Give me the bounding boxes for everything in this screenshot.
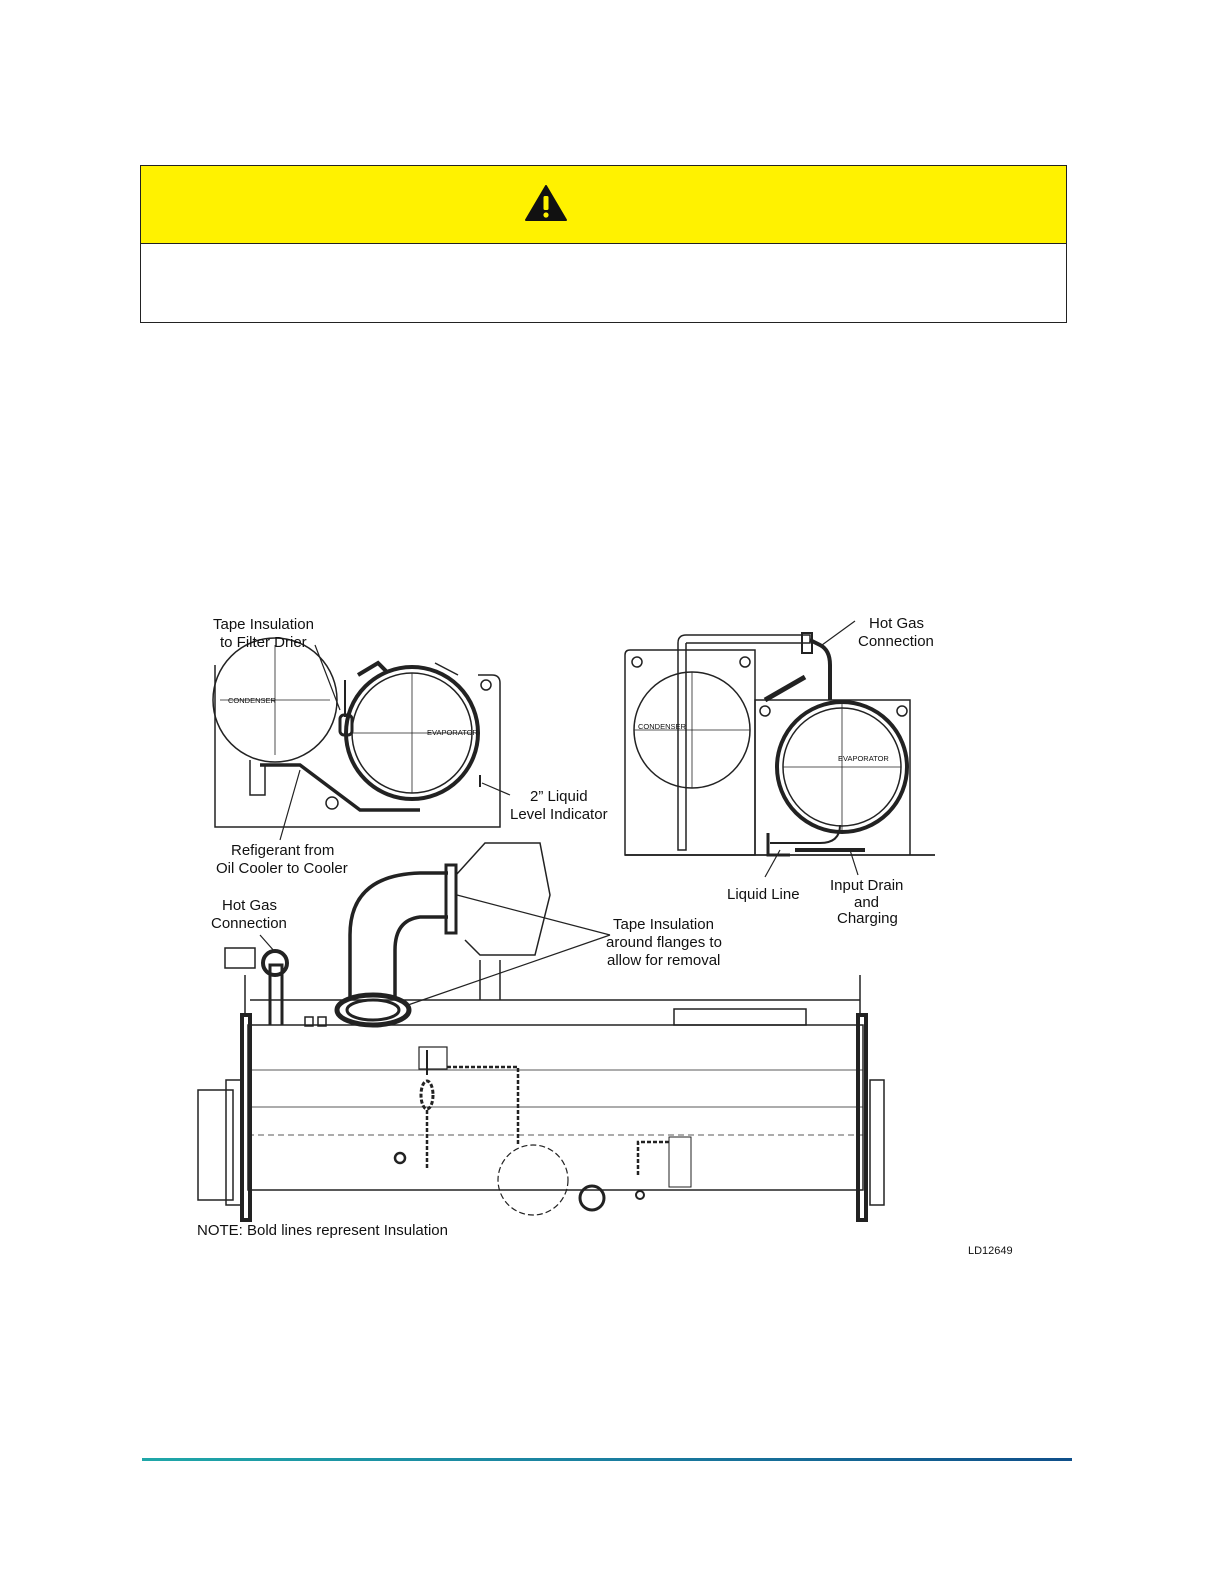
caution-header (141, 166, 1066, 244)
shell-body (247, 1024, 864, 1191)
label-hot-gas-left-2: Connection (211, 915, 287, 932)
label-liquid-line: Liquid Line (727, 886, 800, 903)
flange-insulation-bottom (334, 992, 412, 1028)
right-end-view (624, 620, 935, 878)
label-liquid-level-1: 2” Liquid (530, 788, 588, 805)
label-input-drain-1: Input Drain (830, 877, 903, 894)
label-condenser-right: CONDENSER (638, 722, 687, 731)
tube-sheet-left (240, 1013, 252, 1222)
label-refrigerant-2: Oil Cooler to Cooler (216, 860, 348, 877)
label-input-drain-2: and (854, 894, 879, 911)
condenser-shell-left (212, 637, 338, 763)
label-tape-flanges-2: around flanges to (606, 934, 722, 951)
label-hot-gas-left-1: Hot Gas (222, 897, 277, 914)
label-evaporator-right: EVAPORATOR (838, 754, 889, 763)
label-tape-insulation-drier-1: Tape Insulation (213, 616, 314, 633)
label-hot-gas-right-2: Connection (858, 633, 934, 650)
label-evaporator-left: EVAPORATOR (427, 728, 478, 737)
label-tape-flanges-3: allow for removal (607, 952, 720, 969)
label-condenser-left: CONDENSER (228, 696, 277, 705)
label-liquid-level-2: Level Indicator (510, 806, 608, 823)
label-input-drain-3: Charging (837, 910, 898, 927)
label-hot-gas-right-1: Hot Gas (869, 615, 924, 632)
warning-triangle-icon (525, 185, 567, 221)
caution-box (140, 165, 1067, 323)
label-tape-insulation-drier-2: to Filter Drier (220, 634, 307, 651)
footer-rule (142, 1458, 1072, 1461)
left-end-view (212, 637, 511, 841)
tube-sheet-right (856, 1013, 868, 1222)
drawing-id: LD12649 (968, 1245, 1013, 1257)
hot-gas-connection-left (261, 949, 289, 977)
label-tape-flanges-1: Tape Insulation (613, 916, 714, 933)
label-refrigerant-1: Refigerant from (231, 842, 334, 859)
evaporator-shell-left (344, 665, 480, 801)
oil-cooler-line-left (260, 763, 420, 812)
side-view (197, 842, 885, 1222)
figure-note: NOTE: Bold lines represent Insulation (197, 1222, 448, 1239)
insulation-diagram: Tape Insulation to Filter Drier CONDENSE… (190, 605, 1030, 1265)
